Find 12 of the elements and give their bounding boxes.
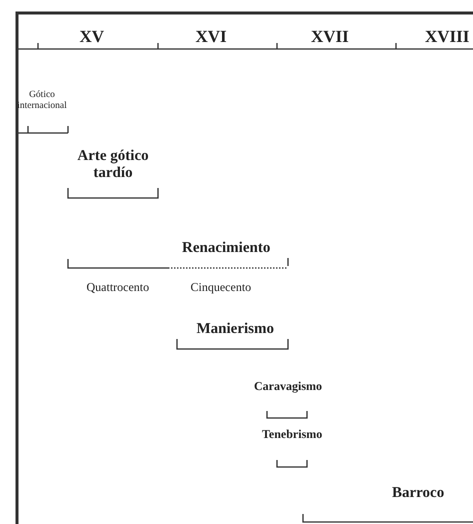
- period-label: Caravagismo: [254, 380, 322, 394]
- century-label: XV: [80, 27, 104, 47]
- century-label: XVI: [196, 27, 227, 47]
- period-label: Barroco: [392, 485, 444, 502]
- subperiod-label: Cinquecento: [190, 281, 252, 295]
- subperiod-label: Quattrocento: [86, 281, 150, 295]
- century-label: XVII: [311, 27, 349, 47]
- period-label: Arte gótico tardío: [76, 148, 150, 182]
- period-label: Renacimiento: [182, 240, 270, 258]
- century-label: XVIII: [425, 27, 470, 47]
- period-label: Manierismo: [196, 321, 274, 338]
- period-label: Tenebrismo: [262, 428, 322, 442]
